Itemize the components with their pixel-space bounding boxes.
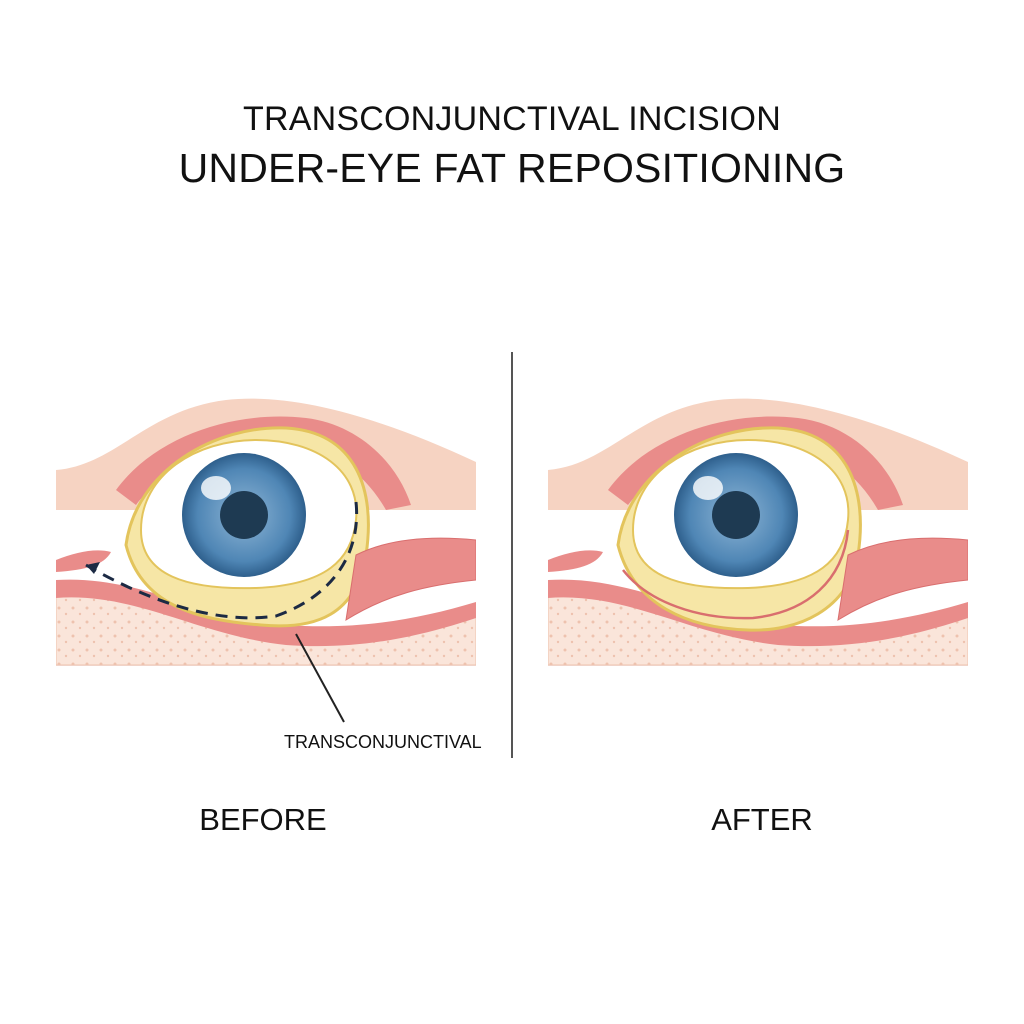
incision-arrowhead — [86, 562, 100, 574]
lateral-muscle — [345, 537, 476, 622]
incision-line — [85, 501, 359, 620]
pupil — [712, 491, 760, 539]
before-eye-diagram — [56, 380, 476, 680]
before-label: BEFORE — [199, 802, 327, 837]
healed-lid-margin — [622, 529, 850, 620]
panel-divider — [511, 352, 513, 758]
after-eye-diagram — [548, 380, 968, 680]
after-eye-illustration — [548, 398, 968, 666]
inner-corner — [548, 550, 603, 572]
eye-highlight — [693, 476, 723, 500]
eye-highlight — [201, 476, 231, 500]
title-line-1: TRANSCONJUNCTIVAL INCISION — [243, 100, 781, 138]
pupil — [220, 491, 268, 539]
upper-lid-muscle — [116, 416, 411, 510]
after-label: AFTER — [711, 802, 813, 837]
title-line-2: UNDER-EYE FAT REPOSITIONING — [178, 145, 846, 191]
callout-transconjunctival: TRANSCONJUNCTIVAL — [284, 732, 482, 752]
lateral-muscle — [837, 537, 968, 622]
inner-corner — [56, 550, 111, 572]
upper-lid-muscle — [608, 416, 903, 510]
before-eye-illustration — [56, 398, 476, 666]
